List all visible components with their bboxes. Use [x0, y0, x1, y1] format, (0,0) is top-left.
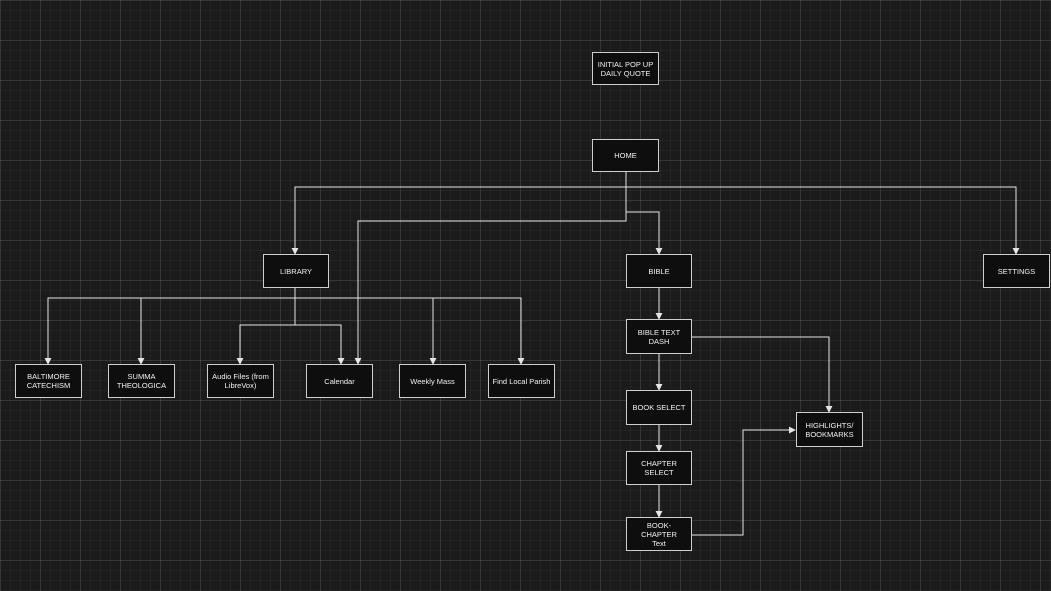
edge-library-audio [236, 298, 296, 365]
node-chapter-select[interactable]: CHAPTER SELECT [626, 451, 692, 485]
node-audio-files[interactable]: Audio Files (from LibreVox) [207, 364, 274, 398]
node-book-select[interactable]: BOOK SELECT [626, 390, 692, 425]
edge-home-settings [626, 186, 1020, 255]
node-baltimore-catechism[interactable]: BALTIMORE CATECHISM [15, 364, 82, 398]
node-bible-text-dash[interactable]: BIBLE TEXT DASH [626, 319, 692, 354]
edge-library-baltimore [44, 288, 296, 365]
node-weekly-mass[interactable]: Weekly Mass [399, 364, 466, 398]
node-calendar[interactable]: Calendar [306, 364, 373, 398]
node-summa-theologica[interactable]: SUMMA THEOLOGICA [108, 364, 175, 398]
node-initial-popup-daily-quote[interactable]: INITIAL POP UP DAILY QUOTE [592, 52, 659, 85]
node-home[interactable]: HOME [592, 139, 659, 172]
node-find-local-parish[interactable]: Find Local Parish [488, 364, 555, 398]
node-library[interactable]: LIBRARY [263, 254, 329, 288]
edge-dash-highlights [692, 336, 833, 413]
edge-library-parish [433, 297, 525, 365]
node-highlights-bookmarks[interactable]: HIGHLIGHTS/ BOOKMARKS [796, 412, 863, 447]
edge-home-bible [626, 211, 663, 255]
edge-home-calendar [354, 172, 627, 365]
node-settings[interactable]: SETTINGS [983, 254, 1050, 288]
edge-library-calendar [295, 324, 345, 365]
edge-library-mass [295, 297, 437, 365]
edge-bookchapter-highlights [692, 426, 796, 536]
node-bible[interactable]: BIBLE [626, 254, 692, 288]
edge-home-library [291, 172, 627, 255]
node-book-chapter-text[interactable]: BOOK-CHAPTER Text [626, 517, 692, 551]
